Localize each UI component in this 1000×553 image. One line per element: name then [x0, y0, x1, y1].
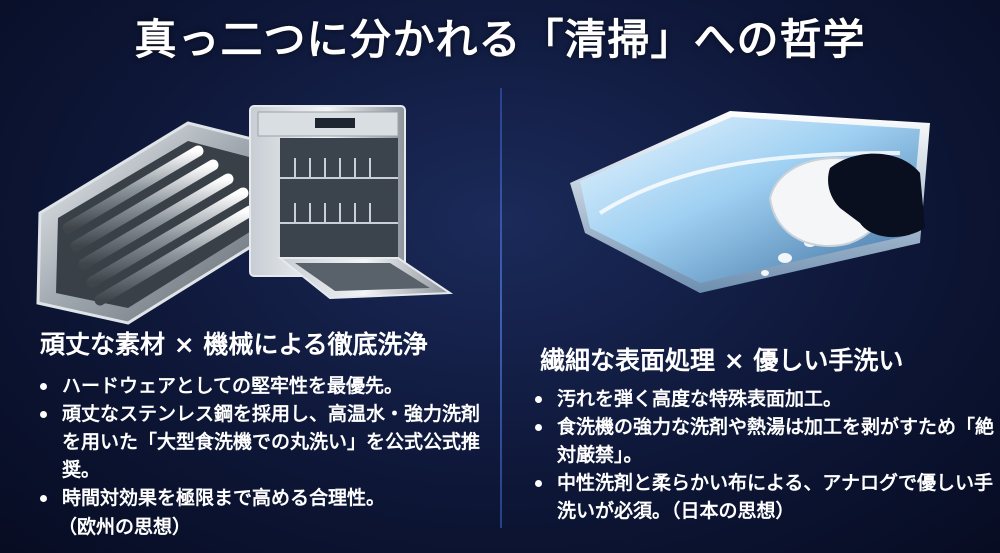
left-note: （欧州の思想）: [58, 516, 192, 538]
right-bullet-list: 汚れを弾く高度な特殊表面加工。 食洗機の強力な洗剤や熱湯は加工を剥がすため「絶対…: [525, 385, 995, 525]
list-item: ハードウェアとしての堅牢性を最優先。: [30, 372, 485, 400]
page-title: 真っ二つに分かれる「清掃」への哲学: [134, 15, 866, 64]
left-heading: 頑丈な素材 × 機械による徹底洗浄: [40, 330, 428, 359]
center-divider: [500, 88, 502, 528]
list-item: 時間対効果を極限まで高める合理性。: [30, 484, 485, 512]
list-item: 食洗機の強力な洗剤や熱湯は加工を剥がすため「絶対厳禁」。: [525, 413, 995, 469]
left-bullet-list: ハードウェアとしての堅牢性を最優先。 頑丈なステンレス鋼を採用し、高温水・強力洗…: [30, 372, 485, 512]
stainless-grate-icon: [36, 121, 275, 325]
list-item: 中性洗剤と柔らかい布による、アナログで優しい手洗いが必須。（日本の思想）: [525, 469, 995, 525]
hand-wiping-cloth-icon: [768, 153, 925, 247]
list-item: 頑丈なステンレス鋼を採用し、高温水・強力洗剤を用いた「大型食洗機での丸洗い」を公…: [30, 400, 485, 484]
right-heading: 繊細な表面処理 × 優しい手洗い: [540, 346, 904, 375]
dishwasher-icon: [249, 105, 454, 300]
list-item: 汚れを弾く高度な特殊表面加工。: [525, 385, 995, 413]
